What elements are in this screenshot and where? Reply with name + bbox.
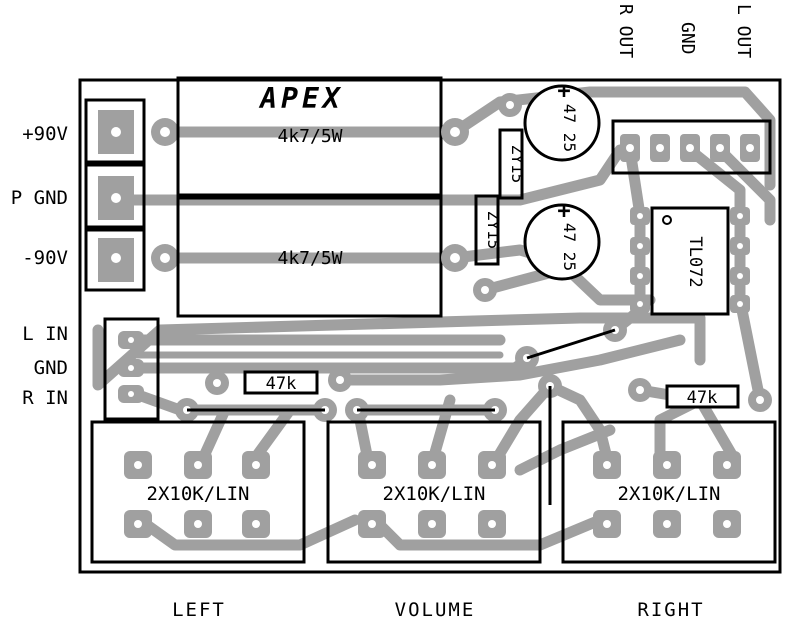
svg-text:47 25: 47 25 (560, 104, 579, 152)
resistor-47k-left: 47k (243, 370, 319, 395)
output-connector (611, 119, 772, 175)
svg-text:47k: 47k (266, 374, 297, 394)
label-in-gnd: GND (34, 357, 68, 379)
pot-left: 2X10K/LIN (90, 420, 306, 564)
svg-text:47k: 47k (687, 388, 718, 408)
label-right: RIGHT (637, 599, 704, 618)
pot-volume: 2X10K/LIN (326, 420, 542, 564)
ic-tl072: TL072 (630, 206, 750, 316)
jumper-wires (187, 328, 616, 505)
label-minus-90v: -90V (22, 247, 68, 269)
svg-text:ZY15: ZY15 (484, 211, 503, 250)
resistor-47k-right: 47k (665, 384, 740, 409)
svg-text:47 25: 47 25 (560, 223, 579, 271)
svg-text:+: + (557, 199, 570, 224)
label-volume: VOLUME (395, 599, 476, 618)
input-connector (103, 317, 160, 421)
svg-text:+: + (557, 79, 570, 104)
zener-diode-1: ZY15 (498, 93, 527, 200)
resistor-bottom-value: 4k7/5W (277, 248, 342, 269)
label-out-gnd: GND (677, 22, 698, 55)
pot-right: 2X10K/LIN (561, 420, 777, 564)
label-l-in: L IN (22, 323, 68, 345)
label-r-out: R OUT (615, 4, 636, 58)
power-resistor-top (176, 76, 469, 197)
svg-text:2X10K/LIN: 2X10K/LIN (147, 483, 250, 505)
svg-text:APEX: APEX (258, 82, 343, 115)
label-r-in: R IN (22, 387, 68, 409)
zener-diode-2: ZY15 (473, 194, 503, 302)
svg-text:2X10K/LIN: 2X10K/LIN (618, 483, 721, 505)
resistor-top-value: 4k7/5W (277, 126, 342, 147)
label-p-gnd: P GND (11, 187, 68, 209)
label-plus-90v: +90V (22, 123, 68, 145)
power-connector (84, 98, 179, 292)
label-left: LEFT (172, 599, 226, 618)
capacitor-1: + 47 25 (523, 79, 601, 162)
svg-text:ZY15: ZY15 (508, 145, 527, 184)
label-l-out: L OUT (733, 4, 754, 58)
power-resistor-bottom (176, 196, 469, 318)
board-outline (78, 78, 782, 574)
capacitor-2: + 47 25 (523, 199, 601, 281)
svg-text:TL072: TL072 (685, 236, 705, 287)
svg-text:2X10K/LIN: 2X10K/LIN (383, 483, 486, 505)
apex-logo: APEX (258, 82, 343, 115)
